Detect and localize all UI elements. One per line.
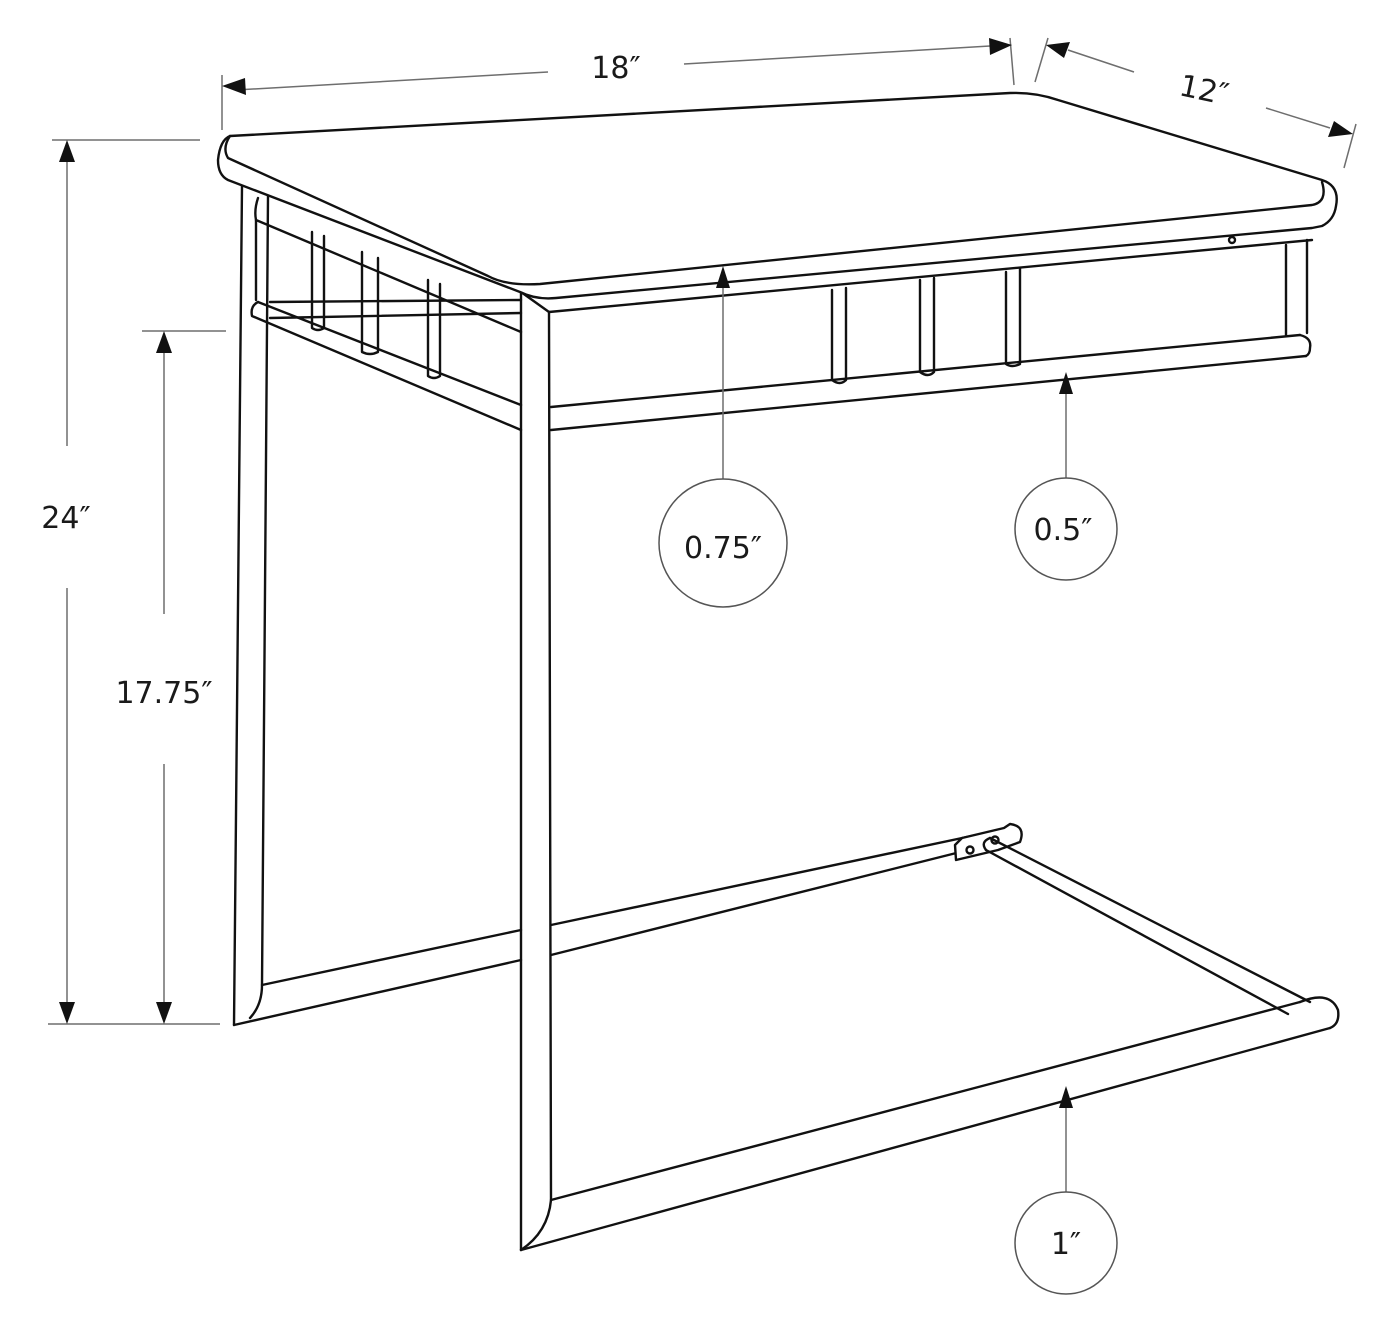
front-leg <box>519 290 553 1252</box>
arrow-up-icon <box>1059 372 1073 394</box>
width-label: 18″ <box>591 51 640 86</box>
arrow-left-icon <box>1046 42 1070 58</box>
callout-label: 0.75″ <box>684 531 762 566</box>
arrow-down-icon <box>59 1002 75 1024</box>
arrow-up-icon <box>59 140 75 162</box>
dimension-height: 24″ <box>41 139 220 1025</box>
base-bracket <box>953 822 1023 862</box>
side-apron <box>250 196 523 432</box>
callout-base-tube: 1″ <box>1014 1086 1118 1295</box>
arrow-up-icon <box>156 331 172 353</box>
base-cross-tube <box>982 836 1312 1016</box>
callout-apron-rail: 0.5″ <box>1014 372 1118 581</box>
height-label: 24″ <box>41 501 90 536</box>
arrow-down-icon <box>156 1002 172 1024</box>
base-front-tube <box>519 996 1340 1252</box>
front-apron <box>547 235 1314 432</box>
arrow-right-icon <box>1328 121 1353 137</box>
dimension-depth: 12″ <box>1034 37 1357 169</box>
clearance-label: 17.75″ <box>115 676 212 711</box>
callout-label: 0.5″ <box>1034 513 1093 548</box>
arrow-up-icon <box>1059 1086 1073 1108</box>
table-illustration <box>216 91 1340 1252</box>
arrow-up-icon <box>716 266 730 288</box>
callout-label: 1″ <box>1051 1227 1081 1262</box>
base-side-rail <box>232 828 1002 1027</box>
arrow-left-icon <box>222 78 246 95</box>
dimension-clearance: 17.75″ <box>115 330 226 1024</box>
depth-label: 12″ <box>1176 68 1232 113</box>
dimension-width: 18″ <box>221 37 1015 130</box>
callout-top-thickness: 0.75″ <box>658 266 788 608</box>
tabletop <box>216 91 1338 300</box>
arrow-right-icon <box>989 38 1012 55</box>
